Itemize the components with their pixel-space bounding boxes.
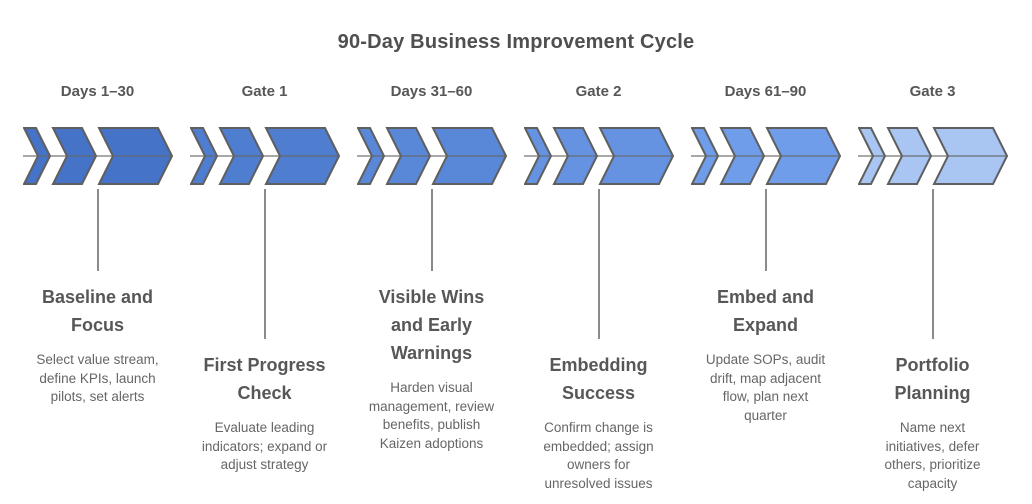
connector-line [263,189,266,339]
stage-column-gate-3: Gate 3 Portfolio Planning Name next init… [849,82,1016,493]
stage-column-days-31-60: Days 31–60 Visible Wins and Early Warnin… [348,82,515,493]
chevron-arrows [189,127,340,185]
chevron-arrows [523,127,674,185]
chevron-arrows [857,127,1008,185]
chevron-arrows [356,127,507,185]
timeline-row: Days 1–30 Baseline and Focus Select valu… [14,82,1018,493]
stage-label: Days 61–90 [724,83,807,100]
diagram-title: 90-Day Business Improvement Cycle [337,31,695,53]
stage-column-days-1-30: Days 1–30 Baseline and Focus Select valu… [14,82,181,493]
stage-title: First Progress Check [203,355,326,403]
stage-label: Days 31–60 [390,83,473,100]
connector-line [597,189,600,339]
connector-line [764,189,767,271]
stage-label: Gate 1 [241,83,288,100]
stage-description: Confirm change is embedded; assign owner… [543,420,654,491]
connector-line [430,189,433,271]
stage-title: Embedding Success [549,355,648,403]
stage-title: Visible Wins and Early Warnings [378,287,485,363]
stage-column-gate-2: Gate 2 Embedding Success Confirm change … [515,82,682,493]
stage-label: Gate 2 [575,83,622,100]
stage-column-days-61-90: Days 61–90 Embed and Expand Update SOPs,… [682,82,849,493]
chevron-arrows [690,127,841,185]
connector-line [931,189,934,339]
stage-title: Embed and Expand [716,287,814,335]
stage-description: Update SOPs, audit drift, map adjacent f… [705,352,826,423]
stage-title: Portfolio Planning [894,355,971,403]
stage-description: Name next initiatives, defer others, pri… [884,420,981,491]
stage-description: Harden visual management, review benefit… [368,380,495,451]
stage-title: Baseline and Focus [41,287,154,335]
stage-label: Gate 3 [909,83,956,100]
stage-description: Evaluate leading indicators; expand or a… [201,420,328,472]
stage-label: Days 1–30 [60,83,135,100]
chevron-arrows [22,127,173,185]
stage-description: Select value stream, define KPIs, launch… [36,352,159,404]
stage-column-gate-1: Gate 1 First Progress Check Evaluate lea… [181,82,348,493]
connector-line [96,189,99,271]
